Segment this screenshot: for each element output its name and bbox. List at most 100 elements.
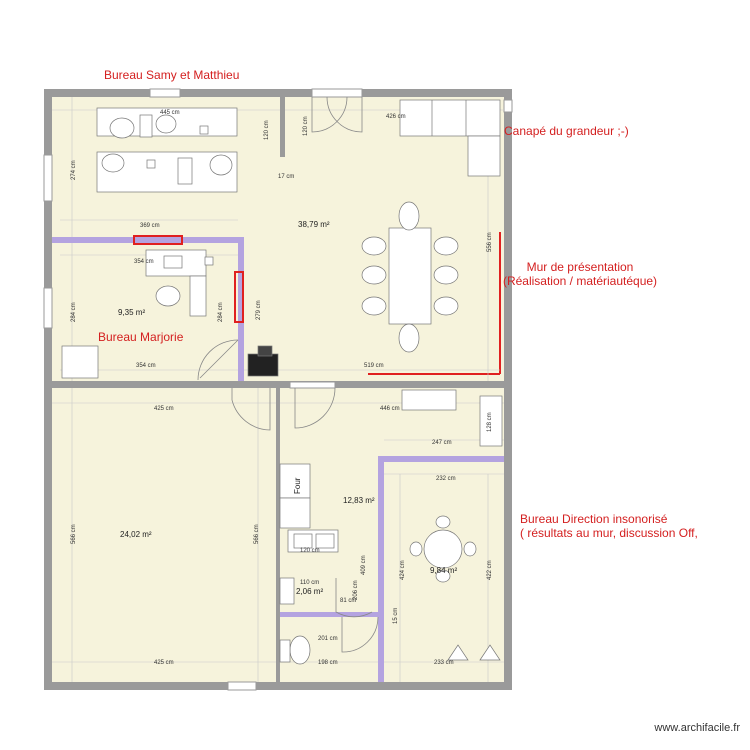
wall-left xyxy=(44,89,52,690)
wall-bottom xyxy=(44,682,512,690)
window-mid-1 xyxy=(289,381,336,389)
area-marjorie: 9,35 m² xyxy=(118,308,145,317)
dim-247: 247 cm xyxy=(432,440,452,446)
partition-direction-top xyxy=(378,456,504,462)
plant-1 xyxy=(146,159,156,169)
dim-425a: 425 cm xyxy=(154,406,174,412)
chair-4 xyxy=(209,154,233,176)
area-direction: 9,84 m² xyxy=(430,566,457,575)
dim-206: 206 cm xyxy=(353,580,359,600)
floor-left-bottom xyxy=(52,388,278,682)
oven-label: Four xyxy=(293,477,302,494)
dim-284b: 284 cm xyxy=(218,302,224,322)
chair-table-bottom xyxy=(398,323,420,353)
dim-201: 201 cm xyxy=(318,636,338,642)
wall-top xyxy=(44,89,512,97)
dim-128: 128 cm xyxy=(487,412,493,432)
dim-424: 424 cm xyxy=(400,560,406,580)
dim-445: 445 cm xyxy=(160,110,180,116)
dim-15: 15 cm xyxy=(393,608,399,624)
dim-354a: 354 cm xyxy=(134,259,154,265)
window-right-1 xyxy=(503,99,513,113)
dim-110: 110 cm xyxy=(300,580,319,586)
annotation-bureau-marjorie: Bureau Marjorie xyxy=(98,330,184,344)
annotation-mur-presentation: Mur de présentation (Réalisation / matér… xyxy=(500,260,660,288)
partitions xyxy=(52,237,504,682)
window-left-2 xyxy=(43,287,53,329)
computer-marjorie xyxy=(163,255,183,269)
dim-426: 426 cm xyxy=(386,114,406,120)
plant-direction-1 xyxy=(447,644,469,661)
partition-wc xyxy=(280,612,378,617)
toilet xyxy=(289,635,311,665)
outer-walls xyxy=(44,89,512,690)
sofa-chaise xyxy=(467,135,501,177)
footer-credit: www.archifacile.fr xyxy=(654,722,740,734)
dim-120a: 120 cm xyxy=(264,120,270,140)
annotation-mur-presentation-line2: (Réalisation / matériautéque) xyxy=(502,274,658,288)
dim-120c: 120 cm xyxy=(300,548,320,554)
door-left-bottom xyxy=(231,388,271,431)
wall-right xyxy=(504,89,512,690)
dim-120b: 120 cm xyxy=(303,116,309,136)
printer xyxy=(247,353,279,377)
armchair-marjorie xyxy=(61,345,99,379)
partition-marjorie-right xyxy=(238,237,244,381)
dim-446: 446 cm xyxy=(380,406,400,412)
dim-284a: 284 cm xyxy=(71,302,77,322)
chair-3 xyxy=(101,153,125,173)
area-main: 38,79 m² xyxy=(298,220,330,229)
annotation-bureau-direction-line2: ( résultats au mur, discussion Off, xyxy=(520,526,698,540)
dim-566a: 566 cm xyxy=(71,524,77,544)
door-top-right xyxy=(326,96,363,133)
dim-17: 17 cm xyxy=(278,174,294,180)
meeting-table xyxy=(388,227,432,325)
furniture xyxy=(61,99,503,665)
marker-top xyxy=(133,235,183,245)
dim-566b: 566 cm xyxy=(254,524,260,544)
window-left-1 xyxy=(43,154,53,202)
table-direction xyxy=(423,529,463,569)
dim-232: 232 cm xyxy=(436,476,456,482)
window-top-2 xyxy=(311,88,363,98)
door-wc xyxy=(335,578,373,618)
annotation-canape: Canapé du grandeur ;-) xyxy=(504,124,629,138)
windows xyxy=(43,88,513,691)
dim-233: 233 cm xyxy=(434,660,454,666)
wall-top-stub xyxy=(280,97,285,157)
desk-direction-top xyxy=(401,389,457,411)
window-bottom-1 xyxy=(227,681,257,691)
annotation-mur-presentation-line1: Mur de présentation xyxy=(526,260,634,274)
area-wc: 2,06 m² xyxy=(296,587,323,596)
area-labels: 38,79 m² 9,35 m² 24,02 m² 12,83 m² 9,84 … xyxy=(118,220,457,596)
wall-middle-vertical xyxy=(276,388,280,682)
dim-409: 409 cm xyxy=(361,555,367,575)
chair-table-top xyxy=(398,201,420,231)
dim-198: 198 cm xyxy=(318,660,338,666)
dim-279: 279 cm xyxy=(256,300,262,320)
annotation-bureau-direction-line1: Bureau Direction insonorisé xyxy=(520,512,668,526)
plant-direction-2 xyxy=(479,644,501,661)
dim-274: 274 cm xyxy=(71,160,77,180)
cabinet-direction xyxy=(479,395,503,447)
door-marjorie xyxy=(199,339,239,379)
computer-2 xyxy=(177,157,193,185)
window-top-1 xyxy=(149,88,181,98)
wall-middle-horizontal xyxy=(52,381,504,388)
dim-422: 422 cm xyxy=(487,560,493,580)
partition-marjorie-top xyxy=(52,237,244,243)
dim-81: 81 cm xyxy=(340,598,356,604)
dimension-labels: 445 cm 120 cm 120 cm 426 cm 274 cm 17 cm… xyxy=(71,110,493,666)
chair-marjorie xyxy=(155,285,181,307)
area-middle: 12,83 m² xyxy=(343,496,375,505)
dim-425b: 425 cm xyxy=(154,660,174,666)
door-top-left xyxy=(311,96,348,133)
plant-2 xyxy=(199,125,209,135)
marker-side xyxy=(234,271,244,323)
presentation-markers xyxy=(133,232,501,375)
chair-1 xyxy=(109,117,135,139)
door-middle xyxy=(294,387,336,429)
dim-519: 519 cm xyxy=(364,363,384,369)
annotation-bureau-samy: Bureau Samy et Matthieu xyxy=(104,68,240,82)
